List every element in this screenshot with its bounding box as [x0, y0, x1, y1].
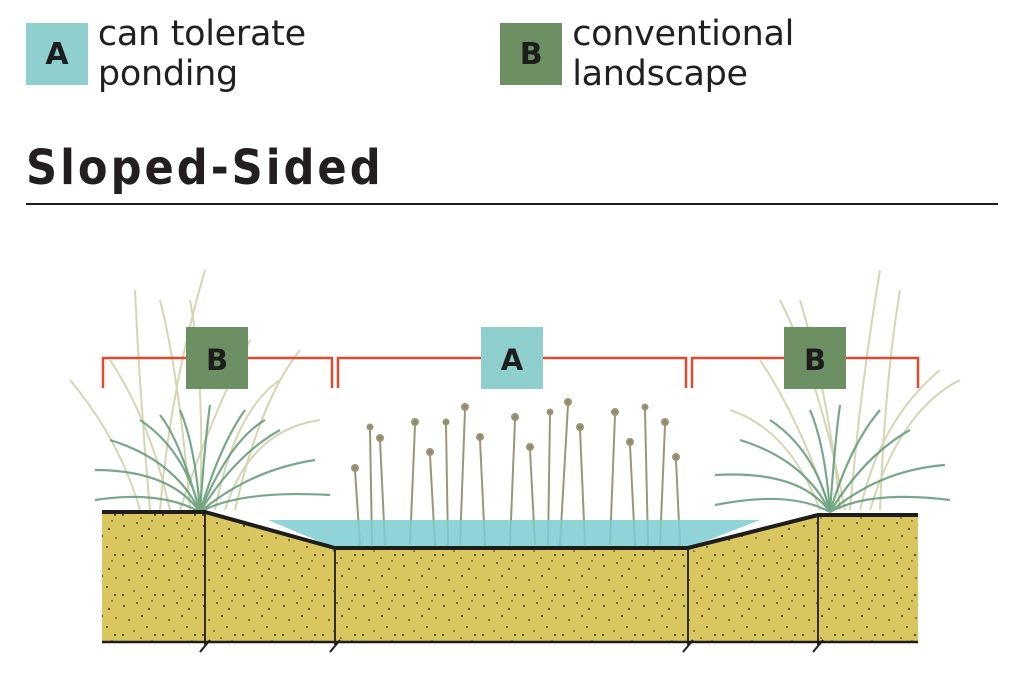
tall-grass-left	[69, 269, 321, 511]
soil-body	[102, 512, 918, 642]
ponding-water	[268, 520, 760, 548]
svg-text:B: B	[804, 343, 826, 377]
zone-label-b-right: B	[784, 327, 846, 389]
tall-grass-right	[729, 269, 961, 511]
grass-clump-left	[94, 404, 331, 513]
divider-break-marks	[199, 639, 824, 653]
zone-dividers	[204, 512, 819, 645]
legend-label-a: can tolerate ponding	[97, 14, 306, 94]
legend-label-b: conventional landscape	[572, 14, 795, 94]
legend: A can tolerate ponding B conventional la…	[26, 14, 1024, 94]
title-underline	[26, 203, 998, 205]
grass-clump-right	[714, 404, 951, 513]
section-title: Sloped-Sided	[26, 140, 384, 196]
ground-surface	[102, 510, 918, 550]
legend-swatch-a: A	[26, 23, 88, 85]
svg-text:B: B	[206, 343, 228, 377]
legend-item-b: B conventional landscape	[500, 14, 980, 94]
svg-text:A: A	[501, 343, 524, 377]
legend-swatch-b: B	[500, 23, 563, 85]
zone-label-b-left: B	[186, 327, 248, 389]
zone-label-a: A	[481, 327, 543, 389]
legend-item-a: A can tolerate ponding	[26, 14, 456, 94]
